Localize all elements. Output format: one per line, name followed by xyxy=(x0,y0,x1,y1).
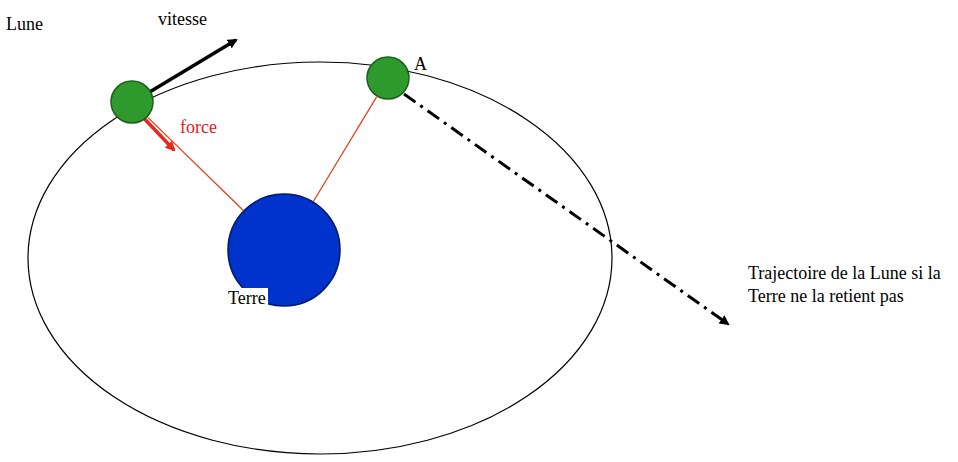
node-label: Lune xyxy=(6,14,43,36)
orbit-ellipse xyxy=(28,62,612,454)
trajectory-line xyxy=(404,94,728,324)
radius-line xyxy=(313,97,376,201)
velocity-arrow xyxy=(143,40,236,96)
node-label: Terre xyxy=(226,288,268,310)
moon-circle: Lune xyxy=(110,80,154,124)
moon-circle: A xyxy=(366,56,410,100)
earth-circle: Terre xyxy=(227,193,341,307)
node-label: A xyxy=(414,54,427,76)
circle-outline xyxy=(110,80,154,124)
arrow-label: force xyxy=(180,116,217,139)
trajectory-note: Trajectoire de la Lune si la Terre ne la… xyxy=(748,262,953,307)
arrow-label: vitesse xyxy=(158,8,207,31)
circle-outline xyxy=(366,56,410,100)
